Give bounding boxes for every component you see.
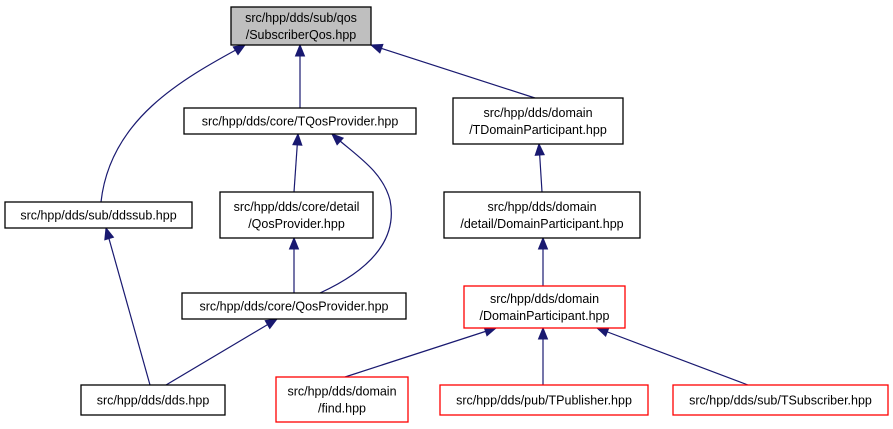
node-domainparticipant[interactable]: src/hpp/dds/domain/DomainParticipant.hpp xyxy=(463,285,626,329)
node-label: src/hpp/dds/core/TQosProvider.hpp xyxy=(202,115,399,129)
node-label: src/hpp/dds/domain xyxy=(287,385,396,399)
edge-line xyxy=(165,318,278,386)
arrow-head-icon xyxy=(331,133,345,146)
node-ddssub[interactable]: src/hpp/dds/sub/ddssub.hpp xyxy=(4,201,193,229)
node-box xyxy=(219,191,374,239)
edge-line xyxy=(100,44,246,203)
node-box xyxy=(183,107,417,135)
edge-line xyxy=(319,133,392,294)
node-tsubscriber[interactable]: src/hpp/dds/sub/TSubscriber.hpp xyxy=(672,384,889,416)
arrow-head-icon xyxy=(288,236,300,250)
node-label: src/hpp/dds/core/detail xyxy=(234,200,360,214)
node-label: /find.hpp xyxy=(318,402,366,416)
edge-tqosprovider-to-subscriberqos xyxy=(294,43,306,108)
edge-dds-to-ddssub xyxy=(104,226,151,386)
node-box xyxy=(275,376,409,423)
node-find[interactable]: src/hpp/dds/domain/find.hpp xyxy=(275,376,409,423)
node-label: src/hpp/dds/sub/ddssub.hpp xyxy=(20,209,176,223)
node-label: /TDomainParticipant.hpp xyxy=(469,123,607,137)
edge-line xyxy=(105,227,151,386)
node-label: /SubscriberQos.hpp xyxy=(246,28,357,42)
node-label: src/hpp/dds/domain xyxy=(490,292,599,306)
node-box xyxy=(672,384,889,416)
arrow-head-icon xyxy=(294,43,306,57)
node-subscriberqos[interactable]: src/hpp/dds/sub/qos/SubscriberQos.hpp xyxy=(230,6,372,46)
node-label: src/hpp/dds/core/QosProvider.hpp xyxy=(200,300,389,314)
node-box xyxy=(443,191,641,239)
node-label: src/hpp/dds/dds.hpp xyxy=(97,394,210,408)
node-dds[interactable]: src/hpp/dds/dds.hpp xyxy=(80,384,226,416)
edge-find-to-domainparticipant xyxy=(344,326,498,378)
node-box xyxy=(181,292,407,320)
node-qosprovider[interactable]: src/hpp/dds/core/QosProvider.hpp xyxy=(181,292,407,320)
edge-line xyxy=(596,327,749,386)
node-box xyxy=(452,97,624,145)
arrow-head-icon xyxy=(232,44,247,56)
node-detail-qosprovider[interactable]: src/hpp/dds/core/detail/QosProvider.hpp xyxy=(219,191,374,239)
node-box xyxy=(80,384,226,416)
arrow-head-icon xyxy=(104,226,115,241)
edge-detail-qosprovider-to-tqosprovider xyxy=(292,132,303,193)
arrow-head-icon xyxy=(534,142,545,156)
edge-qosprovider-to-tqosprovider xyxy=(319,133,392,294)
arrow-head-icon xyxy=(292,132,303,146)
edge-dds-to-qosprovider xyxy=(165,318,279,386)
node-label: /DomainParticipant.hpp xyxy=(480,309,610,323)
edge-tpublisher-to-domainparticipant xyxy=(537,326,549,385)
arrow-head-icon xyxy=(595,327,610,338)
edge-detail-domainparticipant-to-tdomainparticipant xyxy=(534,142,545,193)
edge-line xyxy=(370,44,536,99)
edge-line xyxy=(344,327,497,378)
arrow-head-icon xyxy=(369,43,384,54)
arrow-head-icon xyxy=(537,236,549,250)
node-tdomainparticipant[interactable]: src/hpp/dds/domain/TDomainParticipant.hp… xyxy=(452,97,624,145)
edge-tsubscriber-to-domainparticipant xyxy=(595,327,749,386)
node-box xyxy=(463,285,626,329)
arrow-head-icon xyxy=(537,326,549,340)
node-tqosprovider[interactable]: src/hpp/dds/core/TQosProvider.hpp xyxy=(183,107,417,135)
node-box xyxy=(230,6,372,46)
arrow-head-icon xyxy=(264,318,279,330)
node-detail-domainparticipant[interactable]: src/hpp/dds/domain/detail/DomainParticip… xyxy=(443,191,641,239)
node-label: src/hpp/dds/sub/TSubscriber.hpp xyxy=(689,394,872,408)
node-label: /detail/DomainParticipant.hpp xyxy=(460,217,623,231)
node-label: src/hpp/dds/pub/TPublisher.hpp xyxy=(456,394,632,408)
node-label: src/hpp/dds/domain xyxy=(483,106,592,120)
edge-ddssub-to-subscriberqos xyxy=(100,44,247,203)
edge-domainparticipant-to-detail-domainparticipant xyxy=(537,236,549,286)
edge-tdomainparticipant-to-subscriberqos xyxy=(369,43,536,99)
node-box xyxy=(4,201,193,229)
node-label: /QosProvider.hpp xyxy=(248,217,345,231)
node-label: src/hpp/dds/domain xyxy=(487,200,596,214)
node-box xyxy=(439,384,649,416)
node-tpublisher[interactable]: src/hpp/dds/pub/TPublisher.hpp xyxy=(439,384,649,416)
node-label: src/hpp/dds/sub/qos xyxy=(245,11,357,25)
edge-qosprovider-to-detail-qosprovider xyxy=(288,236,300,293)
